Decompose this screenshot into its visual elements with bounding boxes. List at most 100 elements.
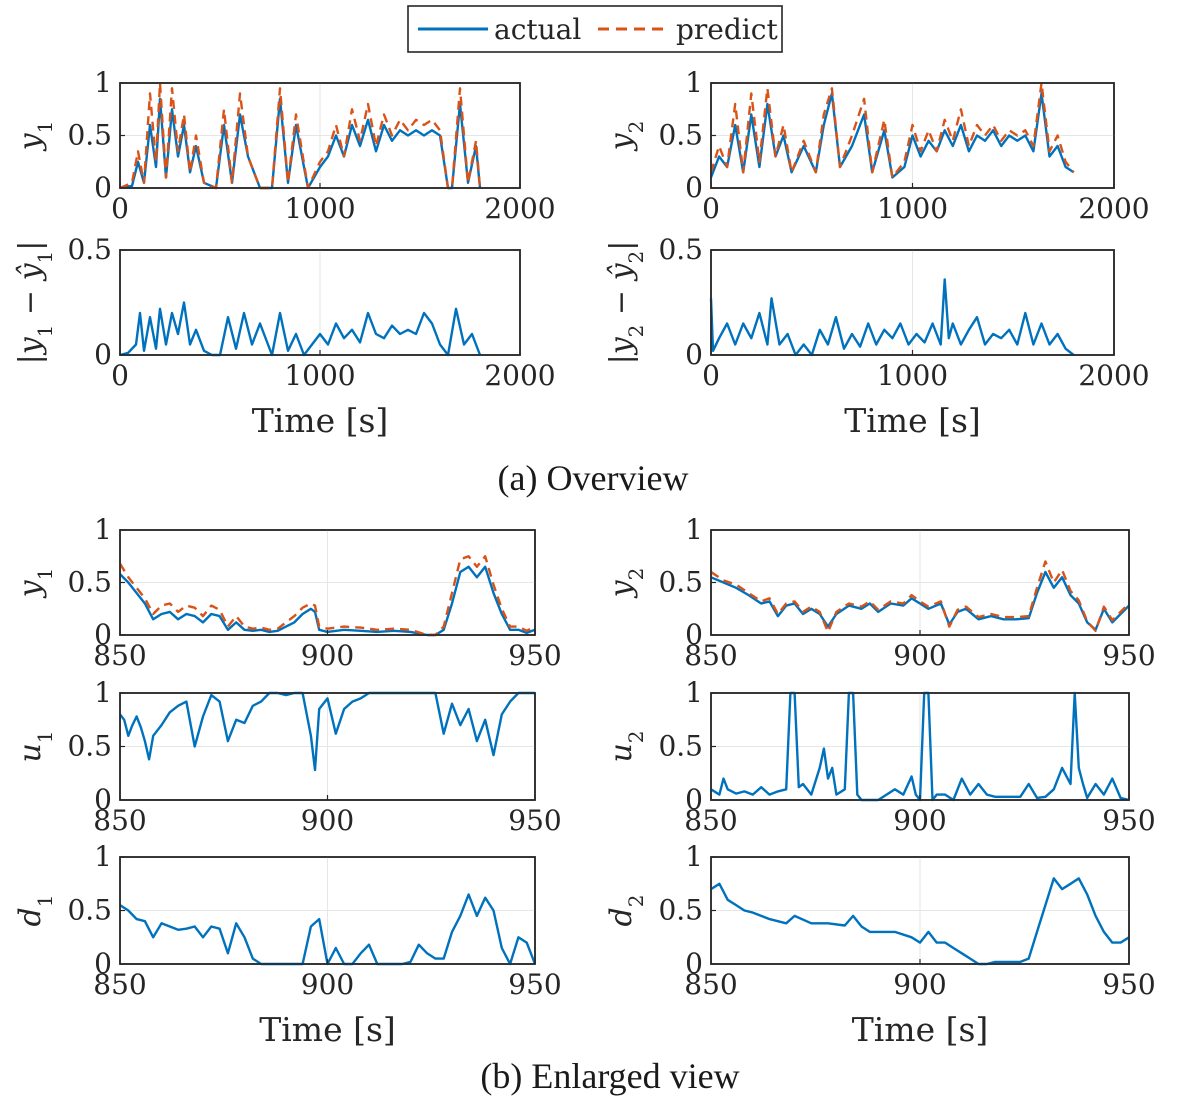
y-tick-label: 0 <box>94 618 112 651</box>
x-tick-label: 1000 <box>284 192 355 225</box>
y-tick-label: 0 <box>685 171 703 204</box>
y-axis-label: u1 <box>13 730 57 762</box>
y-tick-label: 1 <box>94 66 112 99</box>
y-tick-label: 0.5 <box>67 894 112 927</box>
y-axis-label: y1 <box>13 568 57 600</box>
y-axis-label: y1 <box>13 121 57 153</box>
legend-actual-label: actual <box>494 13 581 46</box>
x-tick-label: 2000 <box>484 359 555 392</box>
x-tick-label: 0 <box>702 192 720 225</box>
x-tick-label: 0 <box>111 359 129 392</box>
x-tick-label: 950 <box>1102 968 1155 1001</box>
panel-ov-e2: 0 1000 2000 0 0.5 |y2 − ŷ2| Time [s] <box>604 233 1150 440</box>
series-predict <box>119 81 482 190</box>
series-actual <box>710 691 1130 802</box>
caption-enlarged: (b) Enlarged view <box>480 1056 739 1096</box>
y-tick-label: 0.5 <box>658 730 703 763</box>
x-tick-label: 2000 <box>1078 192 1149 225</box>
y-tick-label: 1 <box>685 513 703 546</box>
x-tick-label: 900 <box>301 804 354 837</box>
panel-ov-y2: 0 1000 2000 0 0.5 1 y2 <box>604 66 1150 225</box>
x-tick-label: 850 <box>684 804 737 837</box>
y-tick-label: 0 <box>685 338 703 371</box>
series-predict <box>710 560 1130 634</box>
series-actual <box>119 691 535 772</box>
x-tick-label: 0 <box>702 359 720 392</box>
x-tick-label: 900 <box>893 639 946 672</box>
y-axis-label: |y1 − ŷ1| <box>13 241 57 365</box>
y-tick-label: 0 <box>94 171 112 204</box>
x-tick-label: 950 <box>1102 639 1155 672</box>
series-actual <box>119 565 536 637</box>
x-tick-label: 850 <box>93 639 146 672</box>
series-actual <box>709 92 1075 179</box>
legend-predict-label: predict <box>676 13 778 46</box>
x-axis-label: Time [s] <box>852 1010 989 1049</box>
series-actual <box>119 301 482 357</box>
x-tick-label: 850 <box>684 968 737 1001</box>
series-actual <box>709 278 1075 357</box>
y-tick-label: 0.5 <box>658 566 703 599</box>
x-tick-label: 2000 <box>1078 359 1149 392</box>
panel-ov-y1: 0 1000 2000 0 0.5 1 y1 <box>13 66 556 225</box>
y-tick-label: 0 <box>685 947 703 980</box>
x-tick-label: 900 <box>301 639 354 672</box>
y-tick-label: 0.5 <box>658 894 703 927</box>
y-tick-label: 1 <box>94 676 112 709</box>
y-tick-label: 0 <box>94 947 112 980</box>
y-tick-label: 0.5 <box>67 119 112 152</box>
y-tick-label: 0.5 <box>67 233 112 266</box>
y-axis-label: u2 <box>604 730 648 762</box>
y-axis-label: d1 <box>13 895 57 927</box>
panel-en-u2: 850 900 950 0 0.5 1 u2 <box>604 676 1156 837</box>
x-axis-label: Time [s] <box>259 1010 396 1049</box>
y-axis-label: y2 <box>604 121 648 153</box>
y-tick-label: 1 <box>685 840 703 873</box>
panel-en-y2: 850 900 950 0 0.5 1 y2 <box>604 513 1156 672</box>
y-tick-label: 1 <box>685 676 703 709</box>
y-axis-label: y2 <box>604 568 648 600</box>
x-tick-label: 950 <box>508 968 561 1001</box>
legend: actual predict <box>407 5 783 53</box>
y-tick-label: 0.5 <box>67 730 112 763</box>
x-tick-label: 850 <box>684 639 737 672</box>
y-tick-label: 0 <box>685 783 703 816</box>
x-tick-label: 2000 <box>484 192 555 225</box>
panel-ov-e1: 0 1000 2000 0 0.5 |y1 − ŷ1| Time [s] <box>13 233 556 440</box>
y-axis-label: |y2 − ŷ2| <box>604 241 648 365</box>
series-predict <box>709 81 1075 179</box>
x-tick-label: 850 <box>93 804 146 837</box>
x-tick-label: 950 <box>508 804 561 837</box>
panel-en-y1: 850 900 950 0 0.5 1 y1 <box>13 513 562 672</box>
x-tick-label: 1000 <box>877 192 948 225</box>
y-axis-label: d2 <box>604 895 648 927</box>
series-predict <box>118 555 536 637</box>
y-tick-label: 0 <box>685 618 703 651</box>
y-tick-label: 0 <box>94 338 112 371</box>
y-tick-label: 1 <box>94 840 112 873</box>
y-tick-label: 0.5 <box>658 119 703 152</box>
x-tick-label: 950 <box>508 639 561 672</box>
y-tick-label: 1 <box>94 513 112 546</box>
series-actual <box>710 877 1130 966</box>
x-tick-label: 900 <box>301 968 354 1001</box>
x-tick-label: 950 <box>1102 804 1155 837</box>
y-tick-label: 0.5 <box>67 566 112 599</box>
x-tick-label: 0 <box>111 192 129 225</box>
y-tick-label: 1 <box>685 66 703 99</box>
x-tick-label: 850 <box>93 968 146 1001</box>
x-tick-label: 900 <box>893 968 946 1001</box>
x-tick-label: 1000 <box>877 359 948 392</box>
x-axis-label: Time [s] <box>252 401 389 440</box>
x-tick-label: 900 <box>893 804 946 837</box>
caption-overview: (a) Overview <box>498 458 689 498</box>
series-actual <box>710 570 1130 631</box>
x-axis-label: Time [s] <box>844 401 981 440</box>
y-tick-label: 0.5 <box>658 233 703 266</box>
x-tick-label: 1000 <box>284 359 355 392</box>
